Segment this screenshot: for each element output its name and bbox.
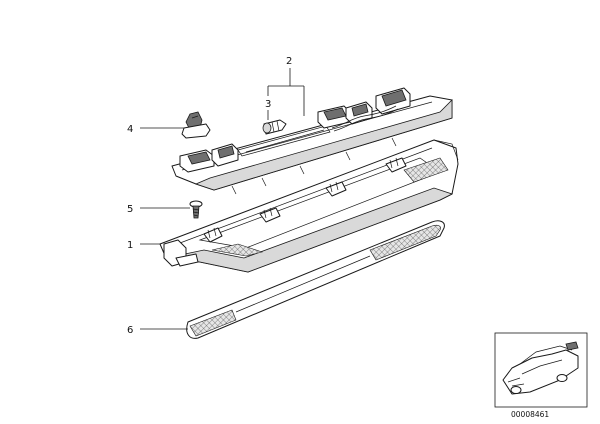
callout-1: 1 [127,240,133,251]
doc-number: 00008461 [511,410,549,419]
socket-clip-part [181,111,211,139]
upper-housing-part [171,87,453,195]
callout-5: 5 [127,204,133,215]
vehicle-thumbnail: 00008461 [494,332,588,419]
callout-3: 3 [265,99,271,110]
leader-lines [140,68,305,330]
callout-6: 6 [127,325,133,336]
bulb-part [262,119,287,135]
callout-2: 2 [286,56,292,67]
callout-4: 4 [127,124,133,135]
car-icon [502,341,579,395]
screw-part [189,200,203,219]
lower-housing-part [159,139,459,273]
lens-strip-part [186,220,445,339]
